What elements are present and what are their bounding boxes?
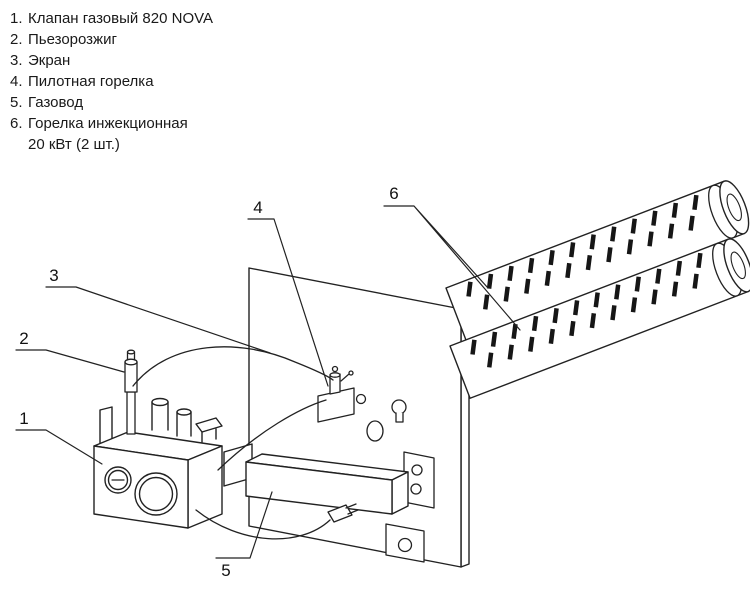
legend-item: 6. Горелка инжекционная 20 кВт (2 шт.) [10,113,213,155]
legend-item: 5. Газовод [10,92,213,113]
gas-duct [245,453,409,515]
valve-knob-small [104,466,132,494]
leader-5 [215,491,273,559]
connector-cable [195,509,331,540]
legend-item-number: 5. [10,94,23,111]
legend-item-label: Горелка инжекционная [28,115,188,132]
legend-item-label-line2: 20 кВт (2 шт.) [28,136,120,153]
legend-item: 1. Клапан газовый 820 NOVA [10,8,213,29]
legend-item: 2. Пьезорозжиг [10,29,213,50]
legend-item-label: Клапан газовый 820 NOVA [28,10,214,27]
thermocouple-line [217,399,327,471]
legend-item-number: 2. [10,31,23,48]
callout-5: 5 [221,561,231,580]
legend-item-number: 3. [10,52,23,69]
callout-2: 2 [19,329,29,348]
legend-item-number: 1. [10,10,23,27]
legend-item-number: 6. [10,115,23,132]
cables [132,346,334,540]
bottom-bracket [385,523,425,563]
plate-holes [366,399,407,442]
ignition-cable [132,346,334,387]
leader-1 [15,429,103,465]
legend-item-label: Газовод [28,94,84,111]
valve-knob-large [134,472,178,516]
leader-6 [383,205,521,331]
leader-4 [247,218,329,387]
callout-6: 6 [389,184,399,203]
parts-legend: 1.Клапан газовый 820 NOVA 2.Пьезорозжиг … [10,8,213,155]
callout-leader-lines [15,205,521,559]
leader-2 [15,349,125,373]
plate-keyhole [391,399,407,423]
callout-3: 3 [49,266,59,285]
legend-item-label: Пьезорозжиг [28,31,117,48]
gas-valve-body [93,397,253,529]
legend-item: 4. Пилотная горелка [10,71,213,92]
legend-item-label: Экран [28,52,71,69]
piezo-igniter [124,349,138,435]
duct-bracket [403,451,435,509]
legend-item-number: 4. [10,73,23,90]
plate-oval-hole [366,420,384,442]
connector-plug [327,503,359,523]
leader-3 [45,286,271,354]
pilot-screw [355,393,367,405]
screen-plate [248,267,470,568]
legend-item-label: Пилотная горелка [28,73,154,90]
callout-4: 4 [253,198,263,217]
callout-1: 1 [19,409,29,428]
valve-top-fittings [151,397,223,443]
legend-item: 3. Экран [10,50,213,71]
